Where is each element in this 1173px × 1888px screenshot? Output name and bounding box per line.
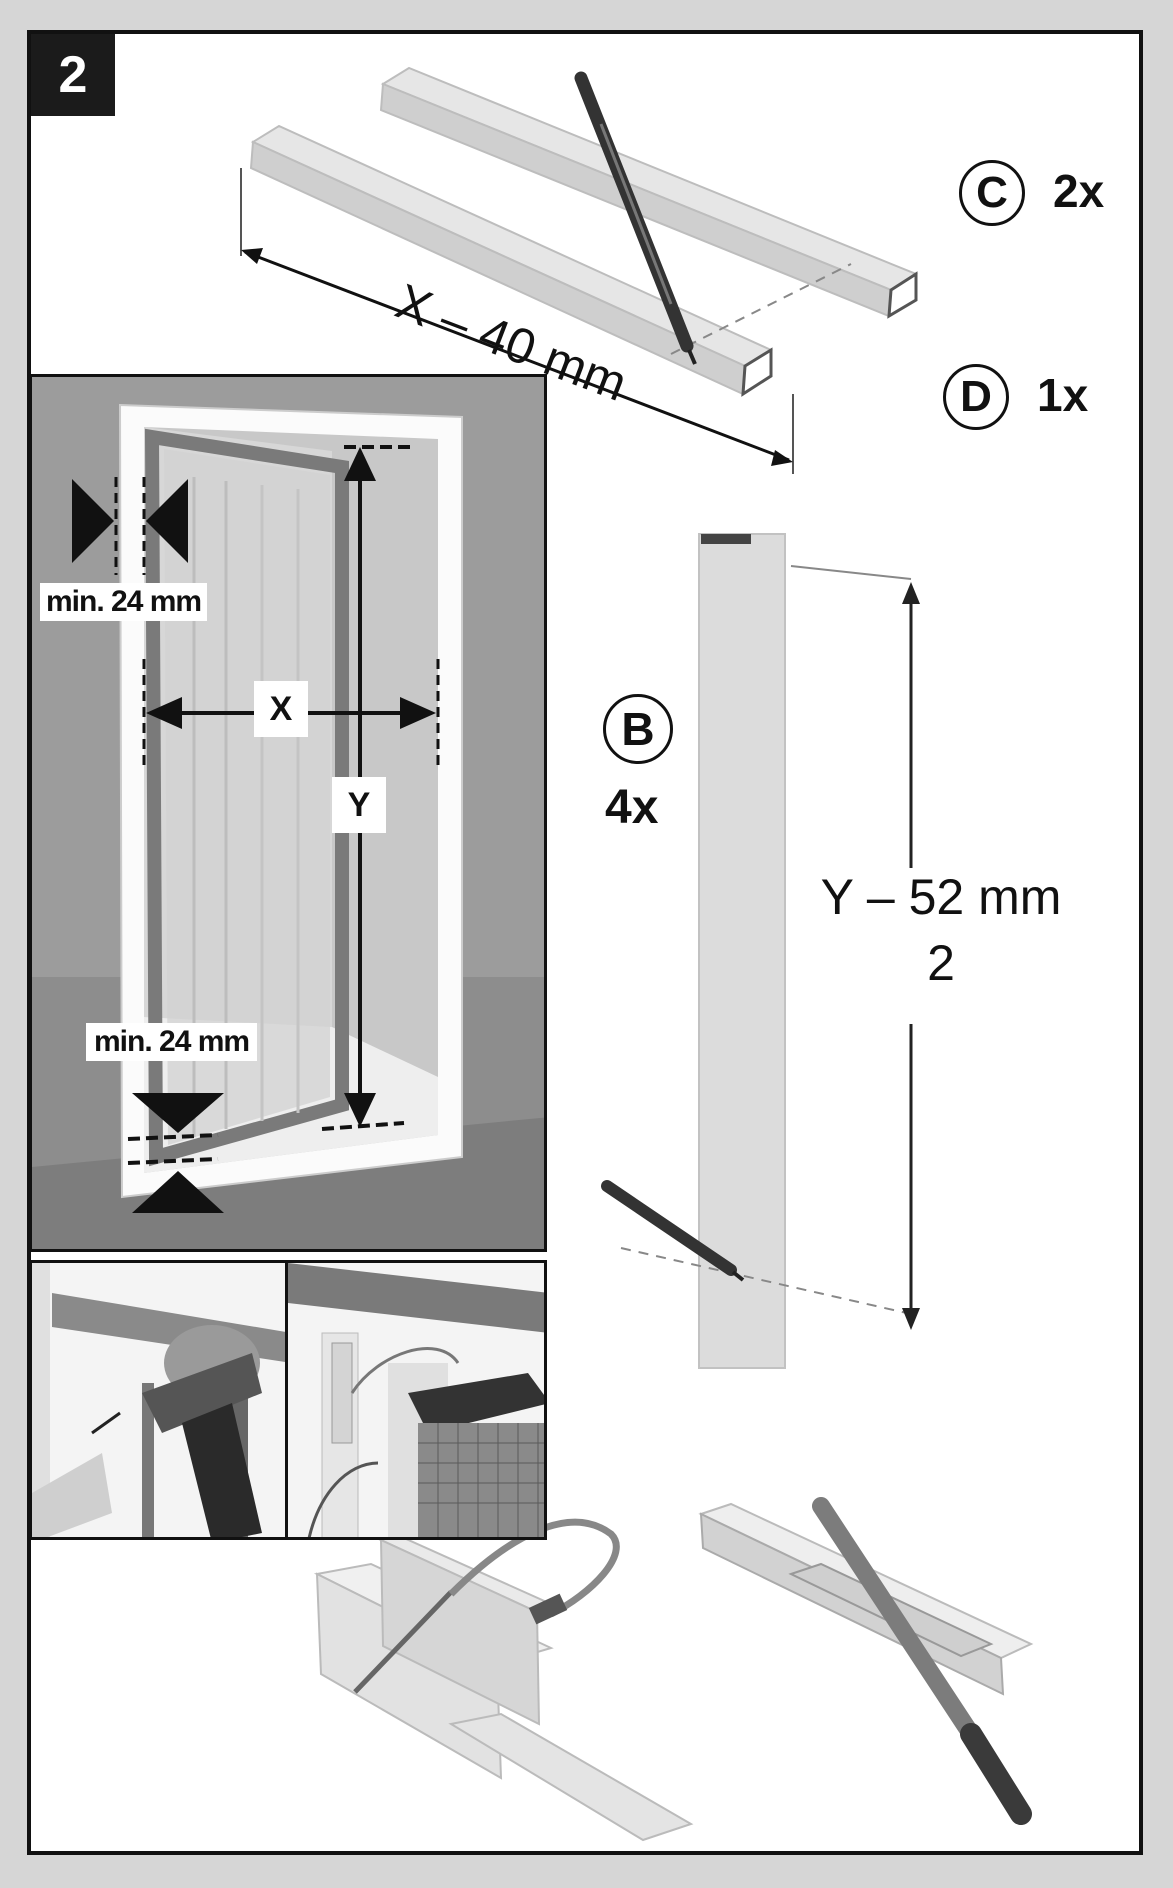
- part-d-count: 1x: [1037, 369, 1089, 421]
- door-frame-panel: min. 24 mm min. 24 mm X Y: [31, 374, 547, 1252]
- pencil-icon: [574, 71, 697, 365]
- hinge-mounting-panel: [285, 1260, 547, 1540]
- part-d-circle: D: [943, 364, 1009, 430]
- part-b-count: 4x: [605, 781, 659, 834]
- part-b-circle: B: [603, 694, 673, 764]
- height-y-label: Y: [332, 777, 386, 833]
- side-min-gap-label: min. 24 mm: [40, 583, 208, 621]
- miter-box-and-saw: [313, 1518, 694, 1842]
- width-x-label: X: [254, 681, 308, 737]
- line-art-illustrations: [240, 66, 1075, 1842]
- door-frame-illustration: [32, 377, 544, 1249]
- bottom-min-gap-label: min. 24 mm: [86, 1023, 258, 1061]
- profile-bar-b: [620, 533, 912, 1369]
- part-c-circle: C: [959, 160, 1025, 226]
- y-minus-52-numerator: Y – 52 mm: [807, 868, 1075, 926]
- profile-and-file: [698, 1497, 1034, 1825]
- drilling-panel: [31, 1260, 289, 1540]
- profile-bar-d: [249, 124, 774, 397]
- y-half-denominator: 2: [807, 934, 1075, 992]
- profile-bar-c: [379, 66, 919, 319]
- x-minus-40-dimension-line: [240, 168, 794, 474]
- instruction-sheet: 2: [27, 30, 1143, 1855]
- pencil-icon: [601, 1180, 745, 1282]
- drill-illustration: [32, 1263, 286, 1537]
- step-number-badge: 2: [31, 34, 115, 116]
- part-c-count: 2x: [1053, 165, 1105, 217]
- hinge-illustration: [288, 1263, 544, 1537]
